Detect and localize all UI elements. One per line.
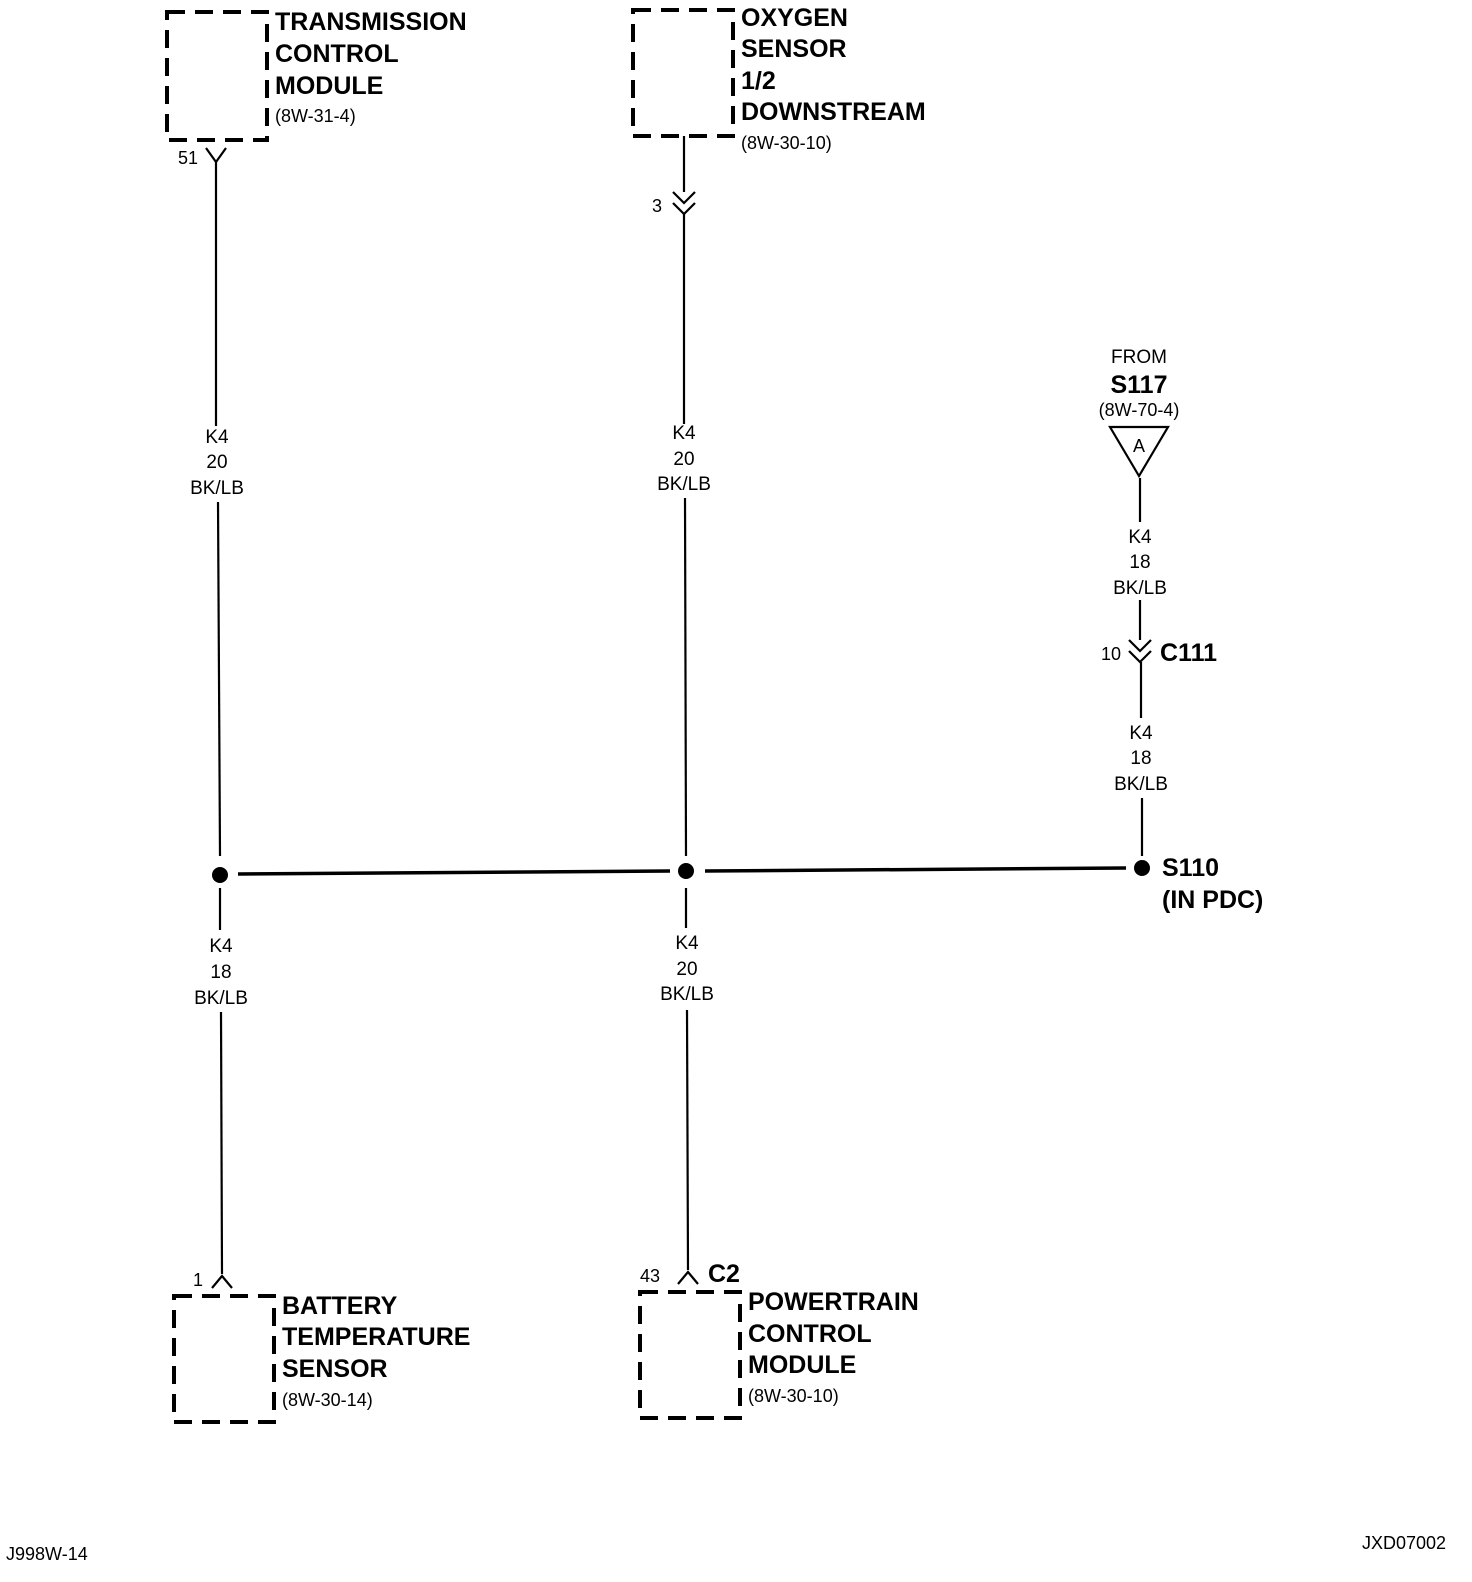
from-s117: FROM S117 (8W-70-4) A (1099, 347, 1180, 479)
pcm-wire-gauge: 20 (676, 959, 697, 980)
s110-splice: S110 (IN PDC) (1162, 854, 1263, 914)
o2-wire-label: K4 20 BK/LB (657, 423, 711, 495)
pcm-label-line2: CONTROL (748, 1320, 872, 1348)
from-splice: S117 (1110, 371, 1167, 399)
from-wire-circuit: K4 (1128, 527, 1152, 548)
pcm-box (638, 1290, 742, 1420)
from-wire-gauge: 18 (1129, 552, 1150, 573)
bts-wire-circuit: K4 (209, 936, 233, 957)
pcm-wire-lower (685, 1009, 690, 1271)
battery-temperature-sensor: 1 BATTERY TEMPERATURE SENSOR (8W-30-14) (172, 1270, 470, 1424)
bts-pin: 1 (193, 1270, 203, 1290)
from-ref: (8W-70-4) (1099, 400, 1180, 420)
splice-dot-center (678, 863, 694, 879)
bts-label-line3: SENSOR (282, 1355, 388, 1383)
o2-label-line2: SENSOR (741, 35, 847, 63)
bts-box (172, 1294, 276, 1424)
bts-wire-label: K4 18 BK/LB (194, 936, 248, 1009)
o2-wire-circuit: K4 (672, 423, 696, 444)
offpage-triangle-icon (1108, 425, 1170, 479)
s110-wire-label: K4 18 BK/LB (1114, 723, 1168, 795)
o2-box (631, 8, 735, 138)
tcm-wire-color: BK/LB (190, 478, 244, 499)
pcm-label-line3: MODULE (748, 1351, 856, 1379)
tcm-connector-icon (205, 147, 227, 164)
o2-pin: 3 (652, 196, 662, 216)
c111-connector: 10 C111 (1101, 639, 1217, 667)
tcm-wire-label: K4 20 BK/LB (190, 427, 244, 499)
o2-wire-gauge: 20 (673, 449, 694, 470)
c111-name: C111 (1160, 639, 1217, 667)
tcm-label-line3: MODULE (275, 72, 383, 100)
bts-wire-gauge: 18 (210, 962, 231, 983)
tcm-ref: (8W-31-4) (275, 106, 356, 126)
bts-connector-icon (211, 1274, 233, 1289)
o2-label-line1: OXYGEN (741, 4, 848, 32)
s110-wire-color: BK/LB (1114, 774, 1168, 795)
pcm-wire-color: BK/LB (660, 984, 714, 1005)
transmission-control-module: TRANSMISSION CONTROL MODULE (8W-31-4) 51 (165, 8, 467, 168)
tcm-label-line2: CONTROL (275, 40, 399, 68)
c111-connector-icon (1128, 639, 1152, 664)
o2-connector-icon (672, 191, 696, 216)
bts-label-line1: BATTERY (282, 1292, 398, 1320)
pcm-wire-circuit: K4 (675, 933, 699, 954)
o2-wire-color: BK/LB (657, 474, 711, 495)
o2-label-line3: 1/2 (741, 67, 776, 95)
bts-label-line2: TEMPERATURE (282, 1323, 470, 1351)
from-label: FROM (1111, 347, 1167, 368)
footer-left-code: J998W-14 (6, 1544, 88, 1564)
s110-name: S110 (1162, 854, 1219, 882)
footer-right-code: JXD07002 (1362, 1533, 1446, 1553)
pcm-label-line1: POWERTRAIN (748, 1288, 919, 1316)
tcm-wire-gauge: 20 (206, 452, 227, 473)
pcm-pin: 43 (640, 1266, 660, 1286)
powertrain-control-module: 43 C2 POWERTRAIN CONTROL MODULE (8W-30-1… (638, 1260, 919, 1420)
pcm-wire-label: K4 20 BK/LB (660, 933, 714, 1005)
oxygen-sensor: OXYGEN SENSOR 1/2 DOWNSTREAM (8W-30-10) … (631, 4, 926, 216)
bts-ref: (8W-30-14) (282, 1390, 373, 1410)
offpage-letter: A (1133, 436, 1145, 456)
bus-right (704, 866, 1127, 873)
s110-wire-circuit: K4 (1129, 723, 1153, 744)
bts-wire-lower (219, 1011, 224, 1275)
splice-dot-s110 (1134, 860, 1150, 876)
s110-wire-gauge: 18 (1130, 748, 1151, 769)
tcm-pin: 51 (178, 148, 198, 168)
pcm-connector-name: C2 (708, 1260, 740, 1288)
o2-wire-lower (683, 497, 688, 857)
tcm-box (165, 10, 269, 142)
bus-left (237, 869, 671, 876)
bts-wire-color: BK/LB (194, 988, 248, 1009)
from-wire-color: BK/LB (1113, 578, 1167, 599)
pcm-ref: (8W-30-10) (748, 1386, 839, 1406)
tcm-wire-lower (216, 501, 222, 857)
s110-location: (IN PDC) (1162, 886, 1263, 914)
c111-pin: 10 (1101, 644, 1121, 664)
from-wire-label: K4 18 BK/LB (1113, 527, 1167, 599)
tcm-wire-circuit: K4 (205, 427, 229, 448)
splice-dot-left (212, 867, 228, 883)
pcm-connector-icon (677, 1270, 699, 1285)
tcm-label-line1: TRANSMISSION (275, 8, 467, 36)
o2-ref: (8W-30-10) (741, 133, 832, 153)
o2-label-line4: DOWNSTREAM (741, 98, 926, 126)
